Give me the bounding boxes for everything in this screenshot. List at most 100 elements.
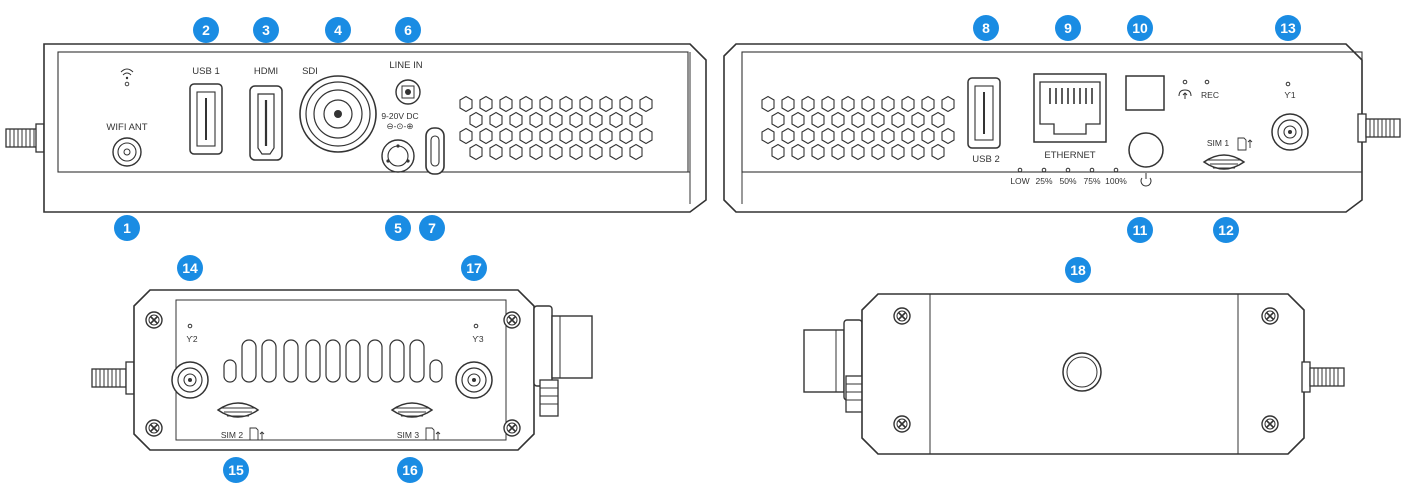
callout-bubble [1055, 15, 1081, 41]
callout-11: 11 [1127, 217, 1153, 243]
antenna3-port [455, 361, 493, 399]
callout-number: 9 [1064, 20, 1072, 36]
callout-number: 18 [1070, 262, 1086, 278]
callout-bubble [973, 15, 999, 41]
usb1-port [189, 83, 223, 155]
callout-7: 7 [419, 215, 445, 241]
usb2-label: USB 2 [972, 154, 999, 165]
sim2-slot [216, 402, 260, 418]
usb1-label: USB 1 [192, 66, 219, 77]
sim2-label: SIM 2 [221, 430, 243, 440]
antenna-stub-right [1301, 361, 1345, 393]
callout-2: 2 [193, 17, 219, 43]
sdi-port [299, 75, 377, 153]
callout-17: 17 [461, 255, 487, 281]
hdmi-label: HDMI [254, 66, 278, 77]
wifi-antenna-stub [5, 123, 45, 153]
callout-number: 7 [428, 220, 436, 236]
wifi-icon [120, 68, 134, 87]
callout-10: 10 [1127, 15, 1153, 41]
antenna2-label: Ƴ2 [186, 334, 198, 344]
hdmi-port [249, 85, 283, 161]
line-in-label: LINE IN [389, 60, 422, 71]
front-panel: WIFI ANT USB 1 HDMI SDI [5, 43, 707, 213]
callout-18: 18 [1065, 257, 1091, 283]
sim3-label: SIM 3 [397, 430, 419, 440]
cloud-upload-icon [1178, 89, 1192, 99]
callout-4: 4 [325, 17, 351, 43]
callout-15: 15 [223, 457, 249, 483]
dc-in-port [381, 139, 415, 173]
callout-number: 1 [123, 220, 131, 236]
mount-hole [1062, 352, 1102, 392]
callout-bubble [193, 17, 219, 43]
callout-number: 5 [394, 220, 402, 236]
battery-level-100: 100% [1105, 176, 1127, 186]
usb-c-port [425, 127, 445, 175]
callout-number: 13 [1280, 20, 1296, 36]
callout-bubble [1127, 15, 1153, 41]
bnc-connector [533, 305, 593, 417]
battery-level-low: LOW [1010, 176, 1029, 186]
sim3-slot [390, 402, 434, 418]
callout-9: 9 [1055, 15, 1081, 41]
callout-8: 8 [973, 15, 999, 41]
callout-number: 12 [1218, 222, 1234, 238]
callout-bubble [419, 215, 445, 241]
callout-number: 6 [404, 22, 412, 38]
line-in-port [395, 79, 421, 105]
callout-number: 15 [228, 462, 244, 478]
power-icon [1140, 173, 1152, 187]
battery-level-75: 75% [1083, 176, 1100, 186]
sim3-card-icon [425, 427, 441, 441]
callout-number: 16 [402, 462, 418, 478]
rear-panel: USB 2 ETHERNET LOW 25% 50% 75% 100 [723, 43, 1401, 213]
dc-in-label: 9-20V DC [381, 111, 418, 121]
battery-level-25: 25% [1035, 176, 1052, 186]
record-button [1125, 75, 1165, 111]
sim2-card-icon [249, 427, 265, 441]
wifi-ant-label: WIFI ANT [106, 122, 147, 133]
rec-label: REC [1201, 90, 1219, 100]
callout-bubble [1275, 15, 1301, 41]
battery-level-50: 50% [1059, 176, 1076, 186]
ethernet-label: ETHERNET [1044, 150, 1095, 161]
callout-bubble [1065, 257, 1091, 283]
bnc-connector-right [803, 319, 867, 413]
callout-5: 5 [385, 215, 411, 241]
callout-number: 3 [262, 22, 270, 38]
antenna3-label: Ƴ3 [472, 334, 484, 344]
sim1-label: SIM 1 [1207, 138, 1229, 148]
side-view-left: Ƴ2 Ƴ3 SIM 2 SIM 3 [91, 289, 593, 451]
callout-bubble [1127, 217, 1153, 243]
callout-bubble [1213, 217, 1239, 243]
side-vent-slots [223, 339, 443, 383]
callout-number: 10 [1132, 20, 1148, 36]
battery-led-row: LOW 25% 50% 75% 100% [1010, 167, 1127, 186]
side-view-right [803, 293, 1345, 455]
callout-12: 12 [1213, 217, 1239, 243]
ethernet-port [1033, 73, 1107, 143]
callout-number: 2 [202, 22, 210, 38]
callout-number: 11 [1133, 222, 1148, 238]
callout-13: 13 [1275, 15, 1301, 41]
callout-3: 3 [253, 17, 279, 43]
callout-number: 8 [982, 20, 990, 36]
rear-antenna-stub [1357, 113, 1401, 143]
callout-bubble [177, 255, 203, 281]
callout-bubble [253, 17, 279, 43]
callout-6: 6 [395, 17, 421, 43]
sdi-label: SDI [302, 66, 318, 77]
wifi-ant-port [112, 137, 142, 167]
dc-polarity-label: ⊖-⊙-⊕ [386, 121, 413, 131]
callout-number: 17 [466, 260, 482, 276]
callout-bubble [385, 215, 411, 241]
sim-card-icon [1237, 137, 1253, 151]
antenna2-port [171, 361, 209, 399]
callout-1: 1 [114, 215, 140, 241]
usb2-port [967, 77, 1001, 149]
antenna2-stub [91, 368, 127, 388]
callout-bubble [325, 17, 351, 43]
